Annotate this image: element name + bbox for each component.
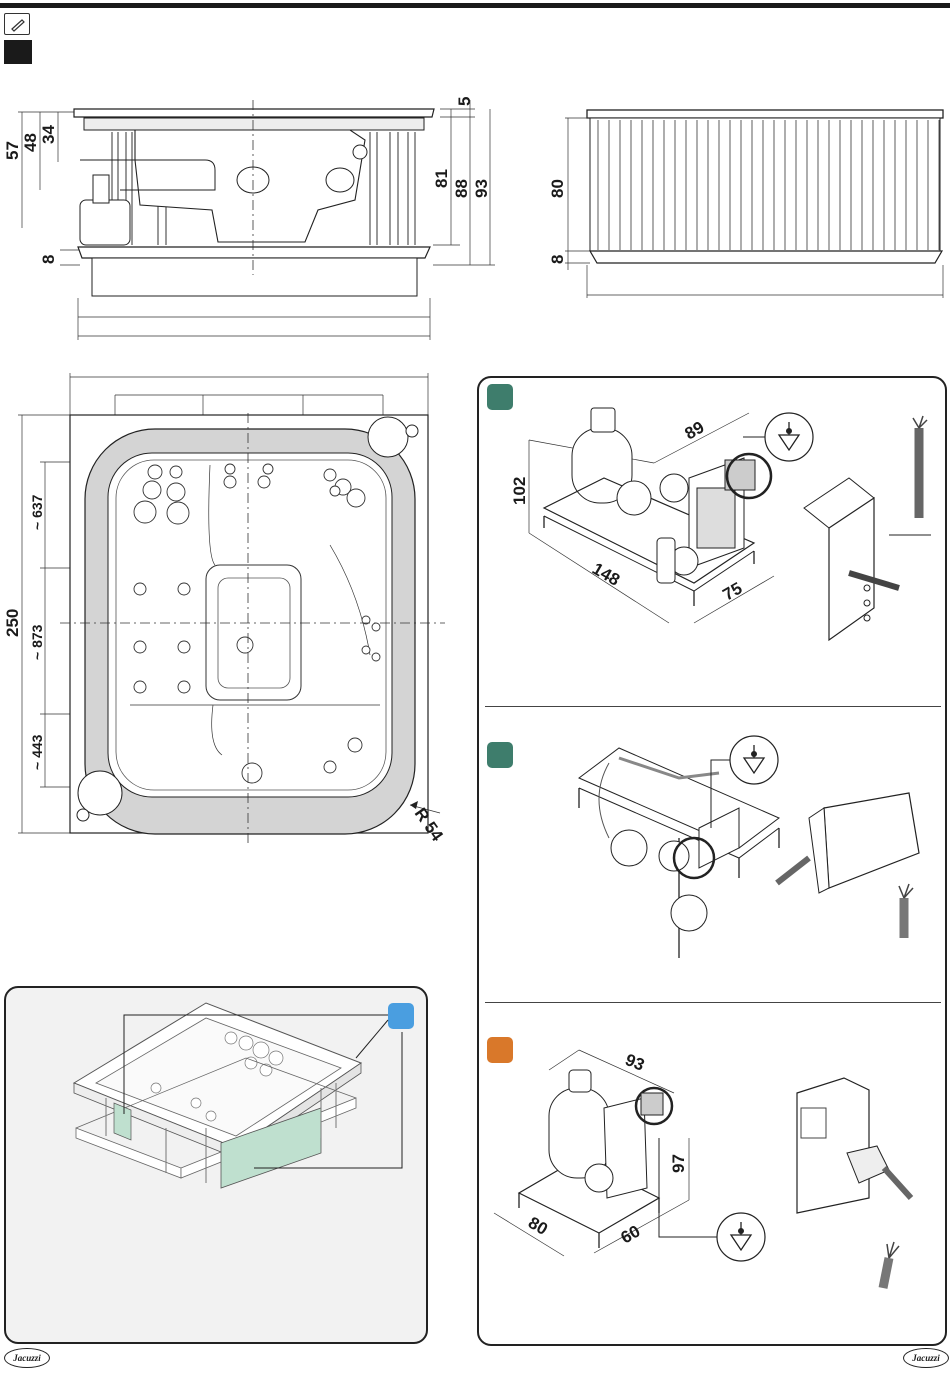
jacuzzi-logo-left: Jacuzzi [4,1348,50,1368]
top-rule [0,3,950,8]
black-square-icon [4,40,32,64]
install-panel [4,986,428,1344]
side-view-drawing: 57 48 34 5 81 88 93 8 [0,80,520,350]
jacuzzi-logo-right: Jacuzzi [903,1348,949,1368]
front-view-drawing: 80 8 [540,80,950,310]
pencil-icon [4,13,30,35]
equipment-panel: 102 89 148 75 93 97 80 60 [477,376,947,1346]
plan-view-drawing: 250 ~ 637 ~ 873 ~ 443 R 54 [0,365,470,855]
